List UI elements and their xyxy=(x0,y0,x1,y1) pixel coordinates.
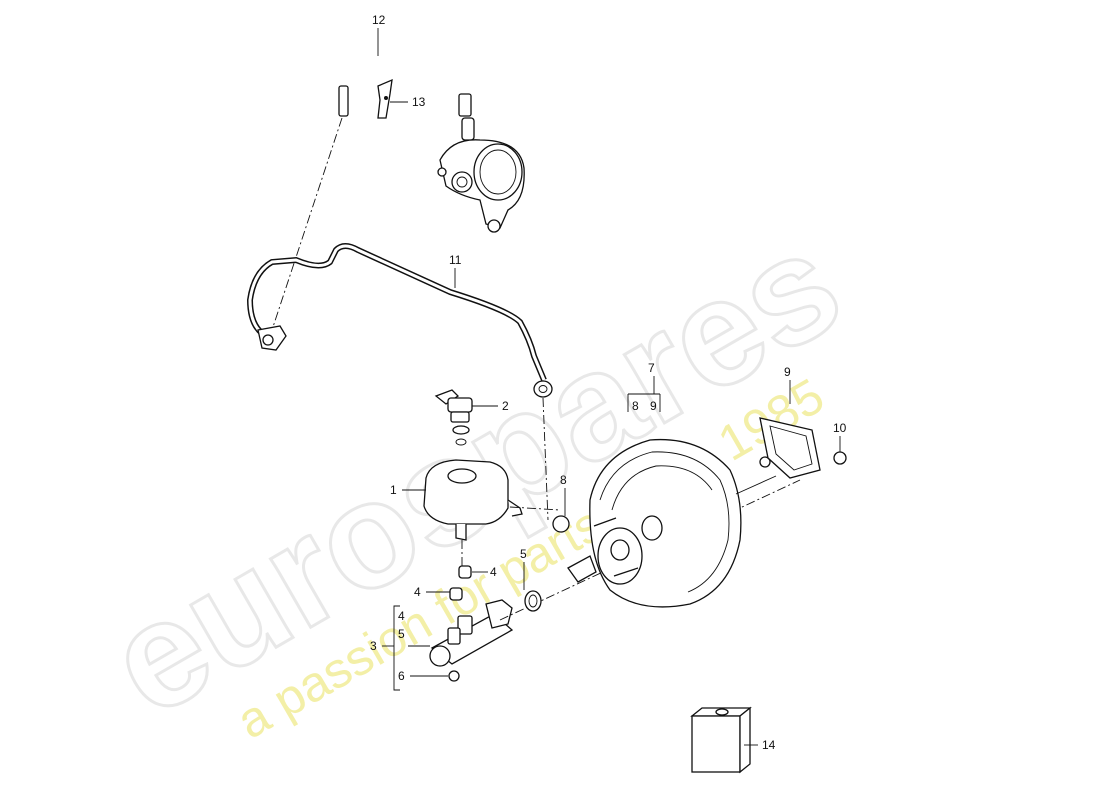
callout-4c: 4 xyxy=(398,609,405,623)
brake-booster-icon xyxy=(567,438,777,608)
callout-9b: 9 xyxy=(784,365,791,379)
callout-8b: 8 xyxy=(632,399,639,413)
callout-11: 11 xyxy=(449,253,462,267)
callout-7: 7 xyxy=(648,361,655,375)
callout-12: 12 xyxy=(372,13,386,27)
grommets xyxy=(449,565,472,601)
vacuum-pump-icon xyxy=(437,117,525,233)
vacuum-hose-upper xyxy=(338,42,472,117)
callout-leaders xyxy=(377,28,841,746)
assembly-line-1 xyxy=(509,506,561,511)
callout-1: 1 xyxy=(390,483,397,497)
o-ring xyxy=(524,590,542,612)
master-cylinder-icon xyxy=(429,599,514,682)
callout-5a: 5 xyxy=(520,547,527,561)
callout-14: 14 xyxy=(762,738,776,752)
vacuum-line xyxy=(246,243,553,398)
fluid-can-icon xyxy=(690,706,752,774)
callout-13: 13 xyxy=(412,95,426,109)
callout-8a: 8 xyxy=(560,473,567,487)
nut xyxy=(833,451,847,465)
reservoir-cap xyxy=(434,389,473,446)
assembly-line-11 xyxy=(542,397,549,521)
callout-4b: 4 xyxy=(414,585,421,599)
assembly-line-12 xyxy=(271,117,343,331)
callout-5b: 5 xyxy=(398,627,405,641)
callout-10: 10 xyxy=(833,421,847,435)
reservoir-icon xyxy=(423,459,523,541)
callout-2: 2 xyxy=(502,399,509,413)
gasket xyxy=(759,417,821,479)
callout-3: 3 xyxy=(370,639,377,653)
callouts: 12 13 11 2 1 4 4 5 8 7 8 9 9 10 4 5 3 6 … xyxy=(370,13,847,752)
hose-bracket xyxy=(377,78,393,119)
callout-9a: 9 xyxy=(650,399,657,413)
callout-4a: 4 xyxy=(490,565,497,579)
callout-6: 6 xyxy=(398,669,405,683)
booster-grommet xyxy=(552,515,570,533)
